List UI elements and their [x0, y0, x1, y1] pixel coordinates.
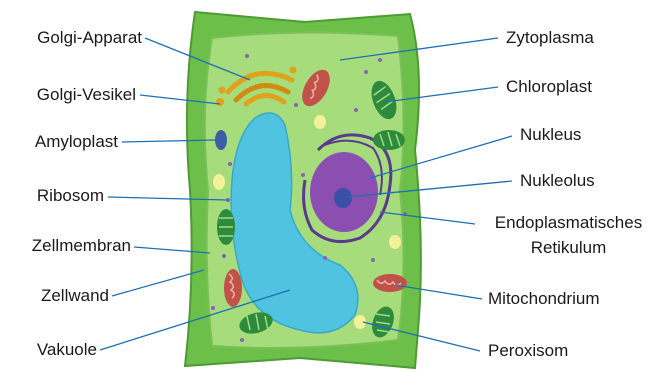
label-mitochondrium: Mitochondrium: [488, 289, 600, 309]
golgi-vesicle: [290, 67, 297, 74]
golgi-vesicle: [219, 87, 226, 94]
chloroplast: [217, 209, 235, 245]
label-nukleolus: Nukleolus: [520, 171, 595, 191]
label-zellmembran: Zellmembran: [32, 236, 131, 256]
label-golgi-apparat: Golgi-Apparat: [37, 28, 142, 48]
label-golgi-vesikel: Golgi-Vesikel: [37, 85, 136, 105]
peroxisome: [213, 174, 225, 190]
label-er-line1: Endoplasmatisches: [478, 213, 659, 233]
peroxisome: [389, 235, 401, 249]
label-nukleus: Nukleus: [520, 125, 581, 145]
mitochondrion: [373, 274, 407, 292]
label-peroxisom: Peroxisom: [488, 341, 568, 361]
label-vakuole: Vakuole: [37, 340, 97, 360]
mitochondrion: [224, 269, 242, 307]
label-zellwand: Zellwand: [41, 286, 109, 306]
chloroplast: [373, 130, 405, 150]
label-ribosom: Ribosom: [37, 186, 104, 206]
label-zytoplasma: Zytoplasma: [506, 28, 594, 48]
label-amyloplast: Amyloplast: [35, 132, 118, 152]
peroxisome: [314, 115, 326, 129]
golgi-vesicle: [216, 98, 224, 106]
nucleolus: [334, 188, 352, 208]
amyloplast: [215, 130, 227, 150]
label-chloroplast: Chloroplast: [506, 77, 592, 97]
label-er-line2: Retikulum: [478, 238, 659, 258]
